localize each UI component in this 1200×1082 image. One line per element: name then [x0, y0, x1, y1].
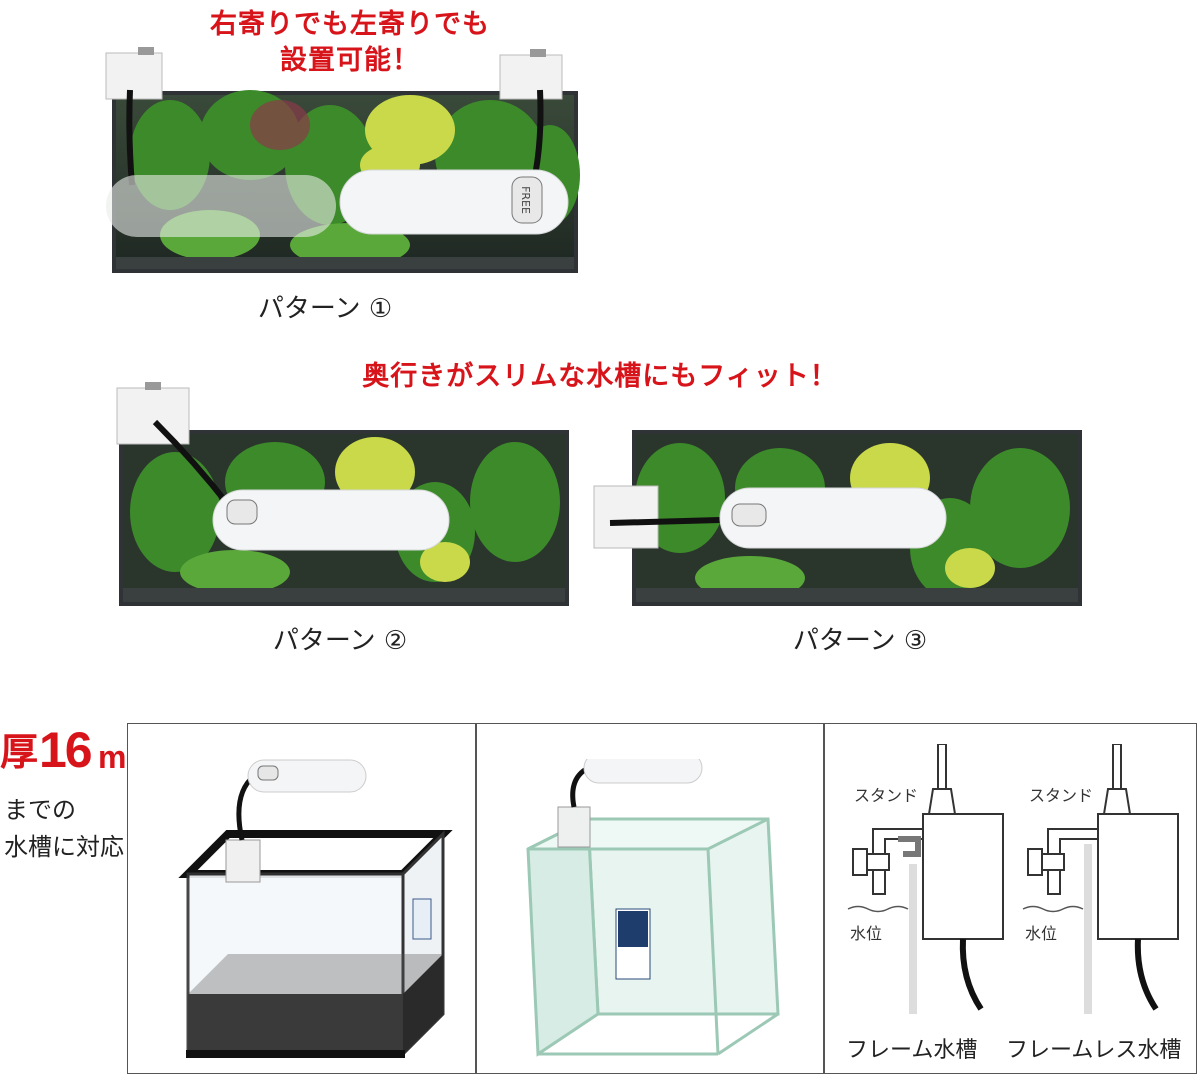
tank-compatibility-panel: スタンド 水位 フレーム水槽 スタンド 水位 フレームレス水槽 — [127, 723, 1197, 1074]
pattern1-aquarium-image: FREE — [105, 47, 580, 273]
top-heading-line1: 右寄りでも左寄りでも — [210, 9, 490, 40]
pattern3-label: パターン ③ — [792, 626, 928, 656]
top-heading-line2: 設置可能！ — [280, 45, 420, 76]
middle-heading: 奥行きがスリムな水槽にもフィット！ — [362, 361, 838, 392]
framed-tank-caption: フレーム水槽 — [846, 1038, 978, 1063]
framed-water-label: 水位 — [850, 924, 883, 943]
thickness-line2: 水槽に対応! — [4, 833, 134, 861]
pattern3-aquarium-image — [593, 430, 1082, 606]
panel-divider-1 — [475, 724, 477, 1073]
pattern2-label: パターン ② — [272, 626, 408, 656]
thickness-prefix: 厚 — [0, 730, 39, 774]
frameless-stand-label: スタンド — [1029, 786, 1094, 805]
framed-stand-label: スタンド — [854, 786, 919, 805]
light-badge: FREE — [519, 186, 532, 214]
thickness-number: 16 — [39, 722, 93, 778]
pattern1-label: パターン ① — [257, 294, 393, 324]
panel-divider-2 — [823, 724, 825, 1073]
thickness-line1: までの — [4, 796, 76, 824]
pattern2-aquarium-image — [116, 382, 569, 606]
frameless-tank-caption: フレームレス水槽 — [1006, 1038, 1182, 1063]
framed-mount-diagram — [847, 744, 1004, 1014]
frameless-tank-image — [526, 759, 780, 1057]
frameless-mount-diagram — [1022, 744, 1179, 1014]
framed-tank-image — [178, 759, 453, 1058]
frameless-water-label: 水位 — [1025, 924, 1058, 943]
